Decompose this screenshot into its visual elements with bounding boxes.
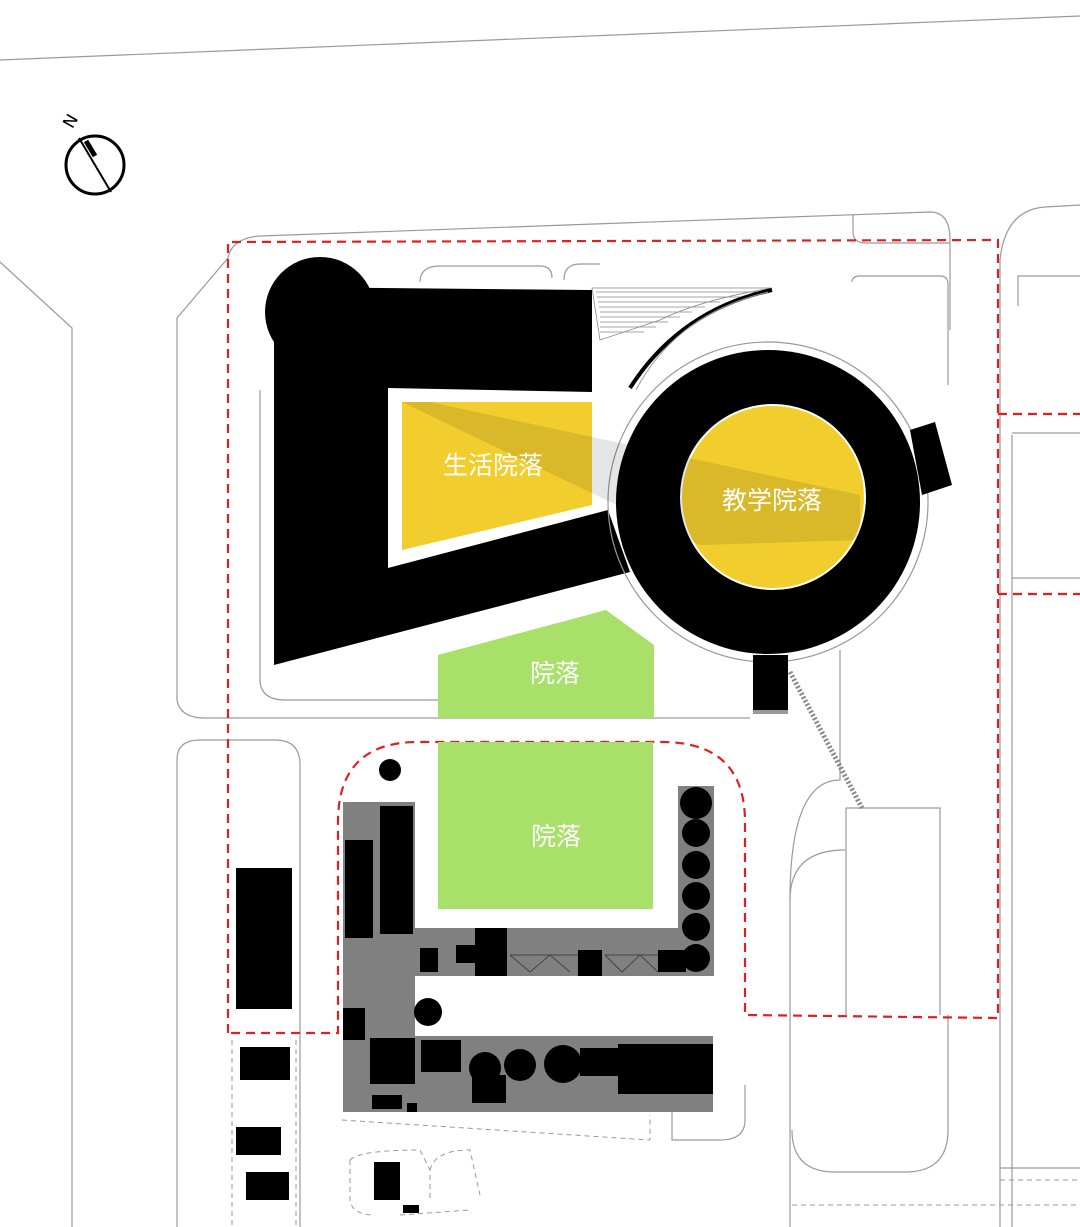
teaching-courtyard-label: 教学院落 xyxy=(722,486,822,515)
road-dashed-lines xyxy=(231,1040,1080,1227)
living-courtyard-label: 生活院落 xyxy=(443,451,543,480)
north-arrow: N xyxy=(59,111,126,196)
curved-canopy xyxy=(628,288,773,390)
entry-stairs xyxy=(591,287,773,341)
ramp xyxy=(787,670,865,810)
existing-buildings xyxy=(236,759,714,1213)
courtyard-lower xyxy=(438,742,653,909)
ring-building xyxy=(607,341,952,714)
overlap-band xyxy=(402,402,860,545)
road-lines xyxy=(0,15,1080,1227)
site-boundary xyxy=(226,238,1080,1035)
courtyard-lower-label: 院落 xyxy=(531,822,581,851)
courtyard-upper xyxy=(438,610,654,718)
north-label: N xyxy=(59,111,83,132)
courtyard-upper-label: 院落 xyxy=(530,659,580,688)
living-courtyard xyxy=(402,402,592,550)
main-building xyxy=(265,257,630,665)
